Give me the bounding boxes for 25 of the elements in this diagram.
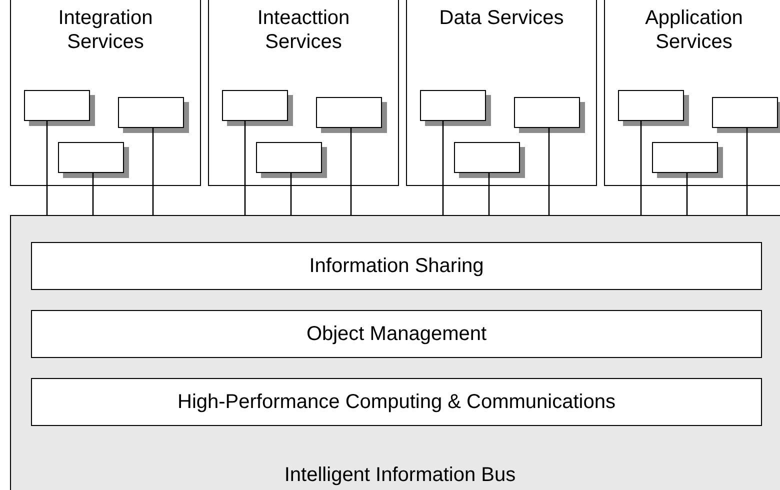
service-box	[604, 0, 780, 186]
connector-line	[686, 172, 688, 215]
service-box	[208, 0, 399, 186]
connector-line	[488, 172, 490, 215]
layer-bar: Object Management	[31, 310, 762, 358]
box-title: Data Services	[438, 6, 565, 30]
connector-line	[350, 127, 352, 215]
service-box	[406, 0, 597, 186]
connector-line	[548, 127, 550, 215]
box-title: Integration Services	[57, 6, 154, 54]
service-box	[10, 0, 201, 186]
connector-line	[442, 120, 444, 215]
connector-line	[640, 120, 642, 215]
bus-label: Intelligent Information Bus	[283, 464, 517, 487]
connector-line	[46, 120, 48, 215]
layer-bar: High-Performance Computing & Communications	[31, 378, 762, 426]
connector-line	[152, 127, 154, 215]
connector-line	[746, 127, 748, 215]
connector-line	[92, 172, 94, 215]
bus-panel	[10, 215, 780, 490]
connector-line	[244, 120, 246, 215]
box-title: Inteacttion Services	[256, 6, 351, 54]
box-title: Application Services	[644, 6, 744, 54]
connector-line	[290, 172, 292, 215]
layer-bar: Information Sharing	[31, 242, 762, 290]
